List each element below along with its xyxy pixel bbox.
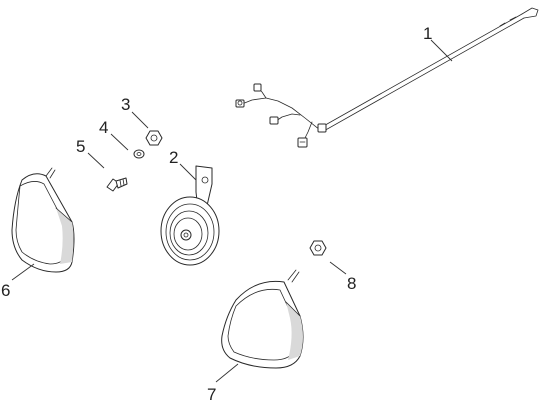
leader-8 [329,261,347,275]
horn-cover-left [11,167,75,273]
callout-8: 8 [347,274,356,293]
leader-7 [215,363,239,383]
callout-1: 1 [423,24,432,43]
callout-7: 7 [207,385,216,404]
leader-6 [11,263,35,281]
callout-4: 4 [99,118,108,137]
callout-5: 5 [76,137,85,156]
leader-2 [179,163,197,181]
bolt-5 [106,177,128,192]
leader-5 [87,152,105,169]
callout-3: 3 [121,95,130,114]
leader-3 [131,111,149,129]
leader-lines [11,39,453,383]
horn [160,165,220,266]
callout-6: 6 [1,281,10,300]
horn-cover-right [221,269,304,369]
nut-3 [145,130,163,146]
leader-4 [110,133,129,151]
callout-labels: 1 2 3 4 5 6 7 8 [1,24,432,404]
callout-2: 2 [169,148,178,167]
nut-8 [309,240,327,256]
leader-1 [430,39,453,62]
wiring-harness [235,7,539,148]
washer-4 [133,149,145,159]
